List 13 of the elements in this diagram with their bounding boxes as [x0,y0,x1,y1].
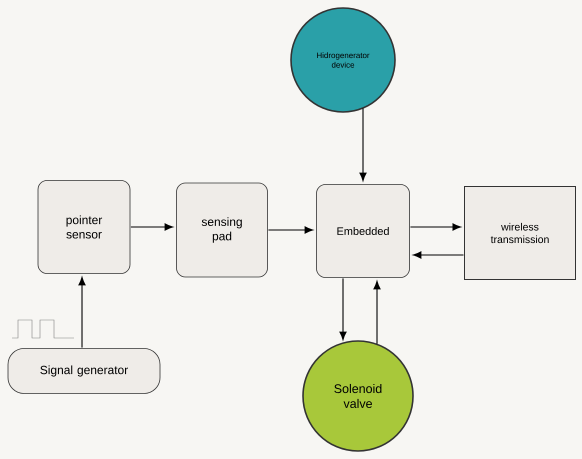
process-box: pointer sensor [38,180,130,274]
arrow [130,223,174,231]
process-box: sensing pad [176,182,268,278]
process-box: wireless transmission [464,186,576,280]
generator-box: Signal generator [8,348,160,394]
arrow [373,280,381,344]
arrow [359,108,367,182]
arrow [268,226,314,234]
arrow [413,251,464,259]
process-box: Embedded [316,184,410,278]
arrow [339,278,347,340]
arrow [78,276,86,348]
arrow [410,223,461,231]
